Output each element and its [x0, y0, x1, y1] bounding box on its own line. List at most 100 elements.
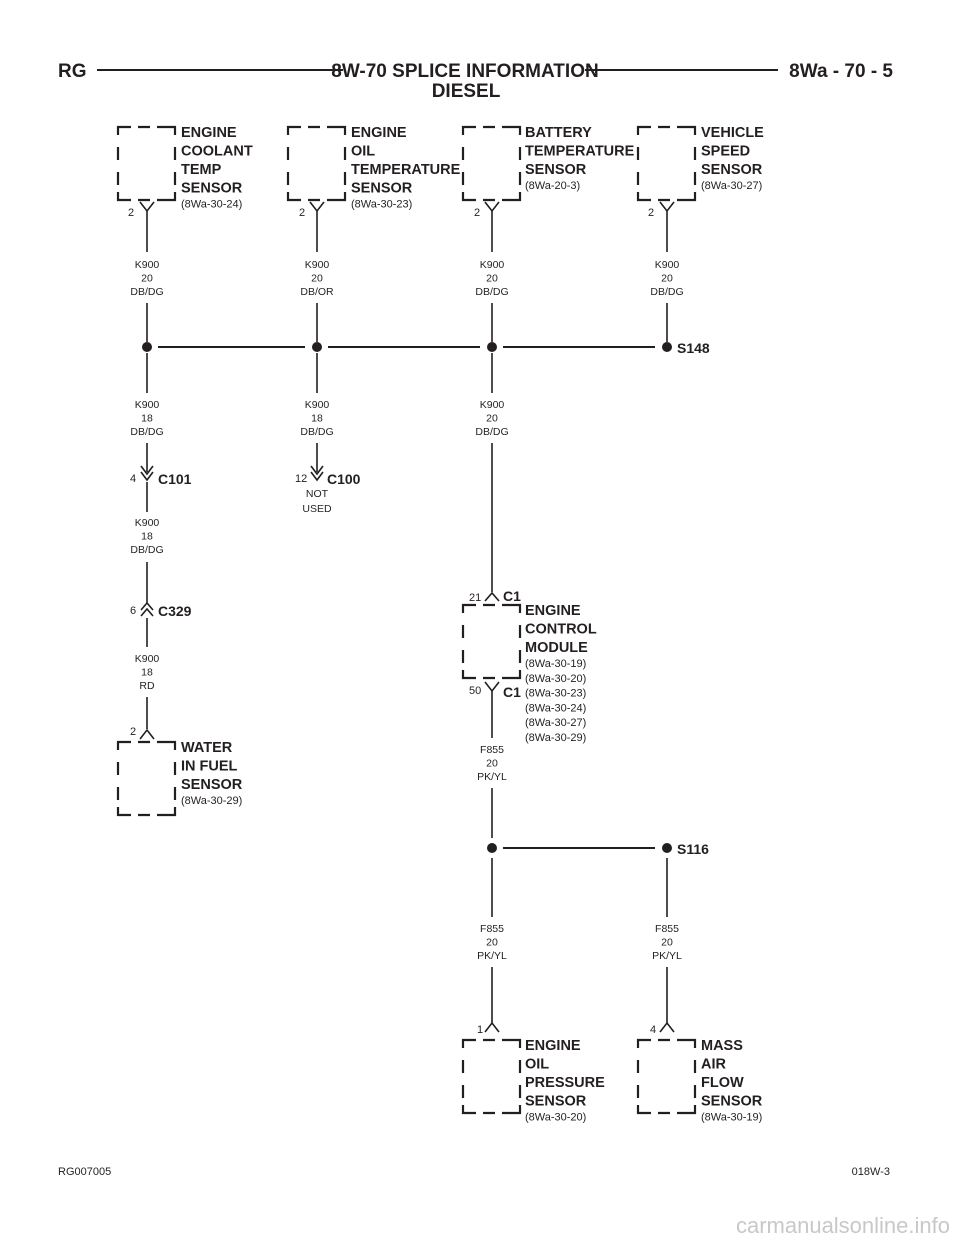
w_maf-label-line: F855	[655, 923, 679, 935]
w_c101-label-line: 18	[141, 413, 153, 425]
eot-title-line: TEMPERATURE	[351, 162, 461, 178]
s148-junction-dot	[662, 342, 672, 352]
w_c329-label-line: DB/DG	[130, 544, 163, 556]
ecm-page-ref: (8Wa-30-19)	[525, 658, 586, 670]
footer-left: RG007005	[58, 1166, 111, 1178]
s148-junction-dot	[487, 342, 497, 352]
w_eop-label-line: PK/YL	[477, 950, 507, 962]
ecm-title-line: MODULE	[525, 640, 588, 656]
header-left: RG	[58, 61, 87, 82]
w_vss-label-line: K900	[655, 259, 680, 271]
s148-junction-dot	[312, 342, 322, 352]
wif-title-line: IN FUEL	[181, 759, 238, 775]
w_wif-label-line: RD	[139, 680, 155, 692]
bts-title-line: TEMPERATURE	[525, 144, 635, 160]
ecm-title-line: CONTROL	[525, 622, 597, 638]
eop-title-line: PRESSURE	[525, 1075, 605, 1091]
vss-title-line: SENSOR	[701, 162, 763, 178]
w_bts-label-line: 20	[486, 273, 498, 285]
w_vss-label-line: DB/DG	[650, 286, 683, 298]
w_c100-label-line: 18	[311, 413, 323, 425]
c100-pin: 12	[295, 473, 307, 485]
w_eot-label-line: K900	[305, 259, 330, 271]
bts-pin: 2	[474, 207, 480, 219]
ecm-label: ENGINECONTROLMODULE(8Wa-30-19)(8Wa-30-20…	[525, 603, 597, 744]
ecm-page-ref: (8Wa-30-23)	[525, 688, 586, 700]
ect-title-line: TEMP	[181, 162, 222, 178]
ecm-page-ref: (8Wa-30-27)	[525, 717, 586, 729]
ect-title-line: SENSOR	[181, 181, 243, 197]
maf-title-line: AIR	[701, 1057, 727, 1073]
eop-title-line: OIL	[525, 1057, 549, 1073]
maf-page-ref: (8Wa-30-19)	[701, 1112, 762, 1124]
ect-male-terminal-icon	[139, 201, 155, 213]
wif-title-line: WATER	[181, 740, 233, 756]
component-engine-control-module: 21 C1 ENGINECONTROLMODULE(8Wa-30-19)(8Wa…	[461, 588, 597, 744]
w_wif-label-line: K900	[135, 653, 160, 665]
eot-page-ref: (8Wa-30-23)	[351, 199, 412, 211]
w_ect-label-line: K900	[135, 259, 160, 271]
c100-note: USED	[302, 503, 332, 515]
s116-label: S116	[677, 841, 709, 857]
eot-male-terminal-icon	[309, 201, 325, 213]
w_c100-label-line: K900	[305, 399, 330, 411]
header-page-number: 8Wa - 70 - 5	[789, 61, 893, 82]
footer-right: 018W-3	[852, 1166, 890, 1178]
bts-page-ref: (8Wa-20-3)	[525, 180, 580, 192]
w_ecm_in-label-line: DB/DG	[475, 426, 508, 438]
c100-note: NOT	[306, 488, 329, 500]
vss-title-line: VEHICLE	[701, 125, 764, 141]
bts-title-line: SENSOR	[525, 162, 587, 178]
connector-c101: 4 C101	[130, 465, 192, 487]
bts-sensor-box	[461, 125, 522, 202]
eop-sensor-box	[461, 1038, 522, 1115]
bts-title-line: BATTERY	[525, 125, 592, 141]
w_maf-label-line: 20	[661, 937, 673, 949]
ecm-connector-bottom: C1	[503, 684, 521, 700]
splice-s116: S116	[487, 841, 709, 857]
ecm-page-ref: (8Wa-30-20)	[525, 673, 586, 685]
bts-sensor-label: BATTERY TEMPERATURE SENSOR (8Wa-20-3)	[525, 125, 635, 192]
ect-title-line: ENGINE	[181, 125, 237, 141]
eot-sensor-box	[286, 125, 347, 202]
eop-female-terminal-icon	[484, 1021, 500, 1033]
ecm-box	[461, 603, 522, 680]
w_ect-label-line: 20	[141, 273, 153, 285]
wif-pin: 2	[130, 726, 136, 738]
vss-page-ref: (8Wa-30-27)	[701, 180, 762, 192]
maf-pin: 4	[650, 1024, 656, 1036]
wif-title-line: SENSOR	[181, 777, 243, 793]
c329-label: C329	[158, 603, 192, 619]
maf-female-terminal-icon	[659, 1021, 675, 1033]
vss-title-line: SPEED	[701, 144, 750, 160]
c101-pin: 4	[130, 473, 136, 485]
w_maf-label-line: PK/YL	[652, 950, 682, 962]
w_c100-label-line: DB/DG	[300, 426, 333, 438]
vss-male-terminal-icon	[659, 201, 675, 213]
header-title: 8W-70 SPLICE INFORMATION	[331, 61, 598, 82]
ecm-top-female-terminal-icon	[484, 591, 500, 602]
wif-sensor-box	[116, 740, 177, 817]
s116-junction-dot	[662, 843, 672, 853]
eop-pin: 1	[477, 1024, 483, 1036]
ecm-page-ref: (8Wa-30-29)	[525, 732, 586, 744]
s116-junction-dot	[487, 843, 497, 853]
c101-inline-connector-icon	[140, 465, 154, 482]
w_wif-label-line: 18	[141, 667, 153, 679]
ect-title-line: COOLANT	[181, 144, 253, 160]
